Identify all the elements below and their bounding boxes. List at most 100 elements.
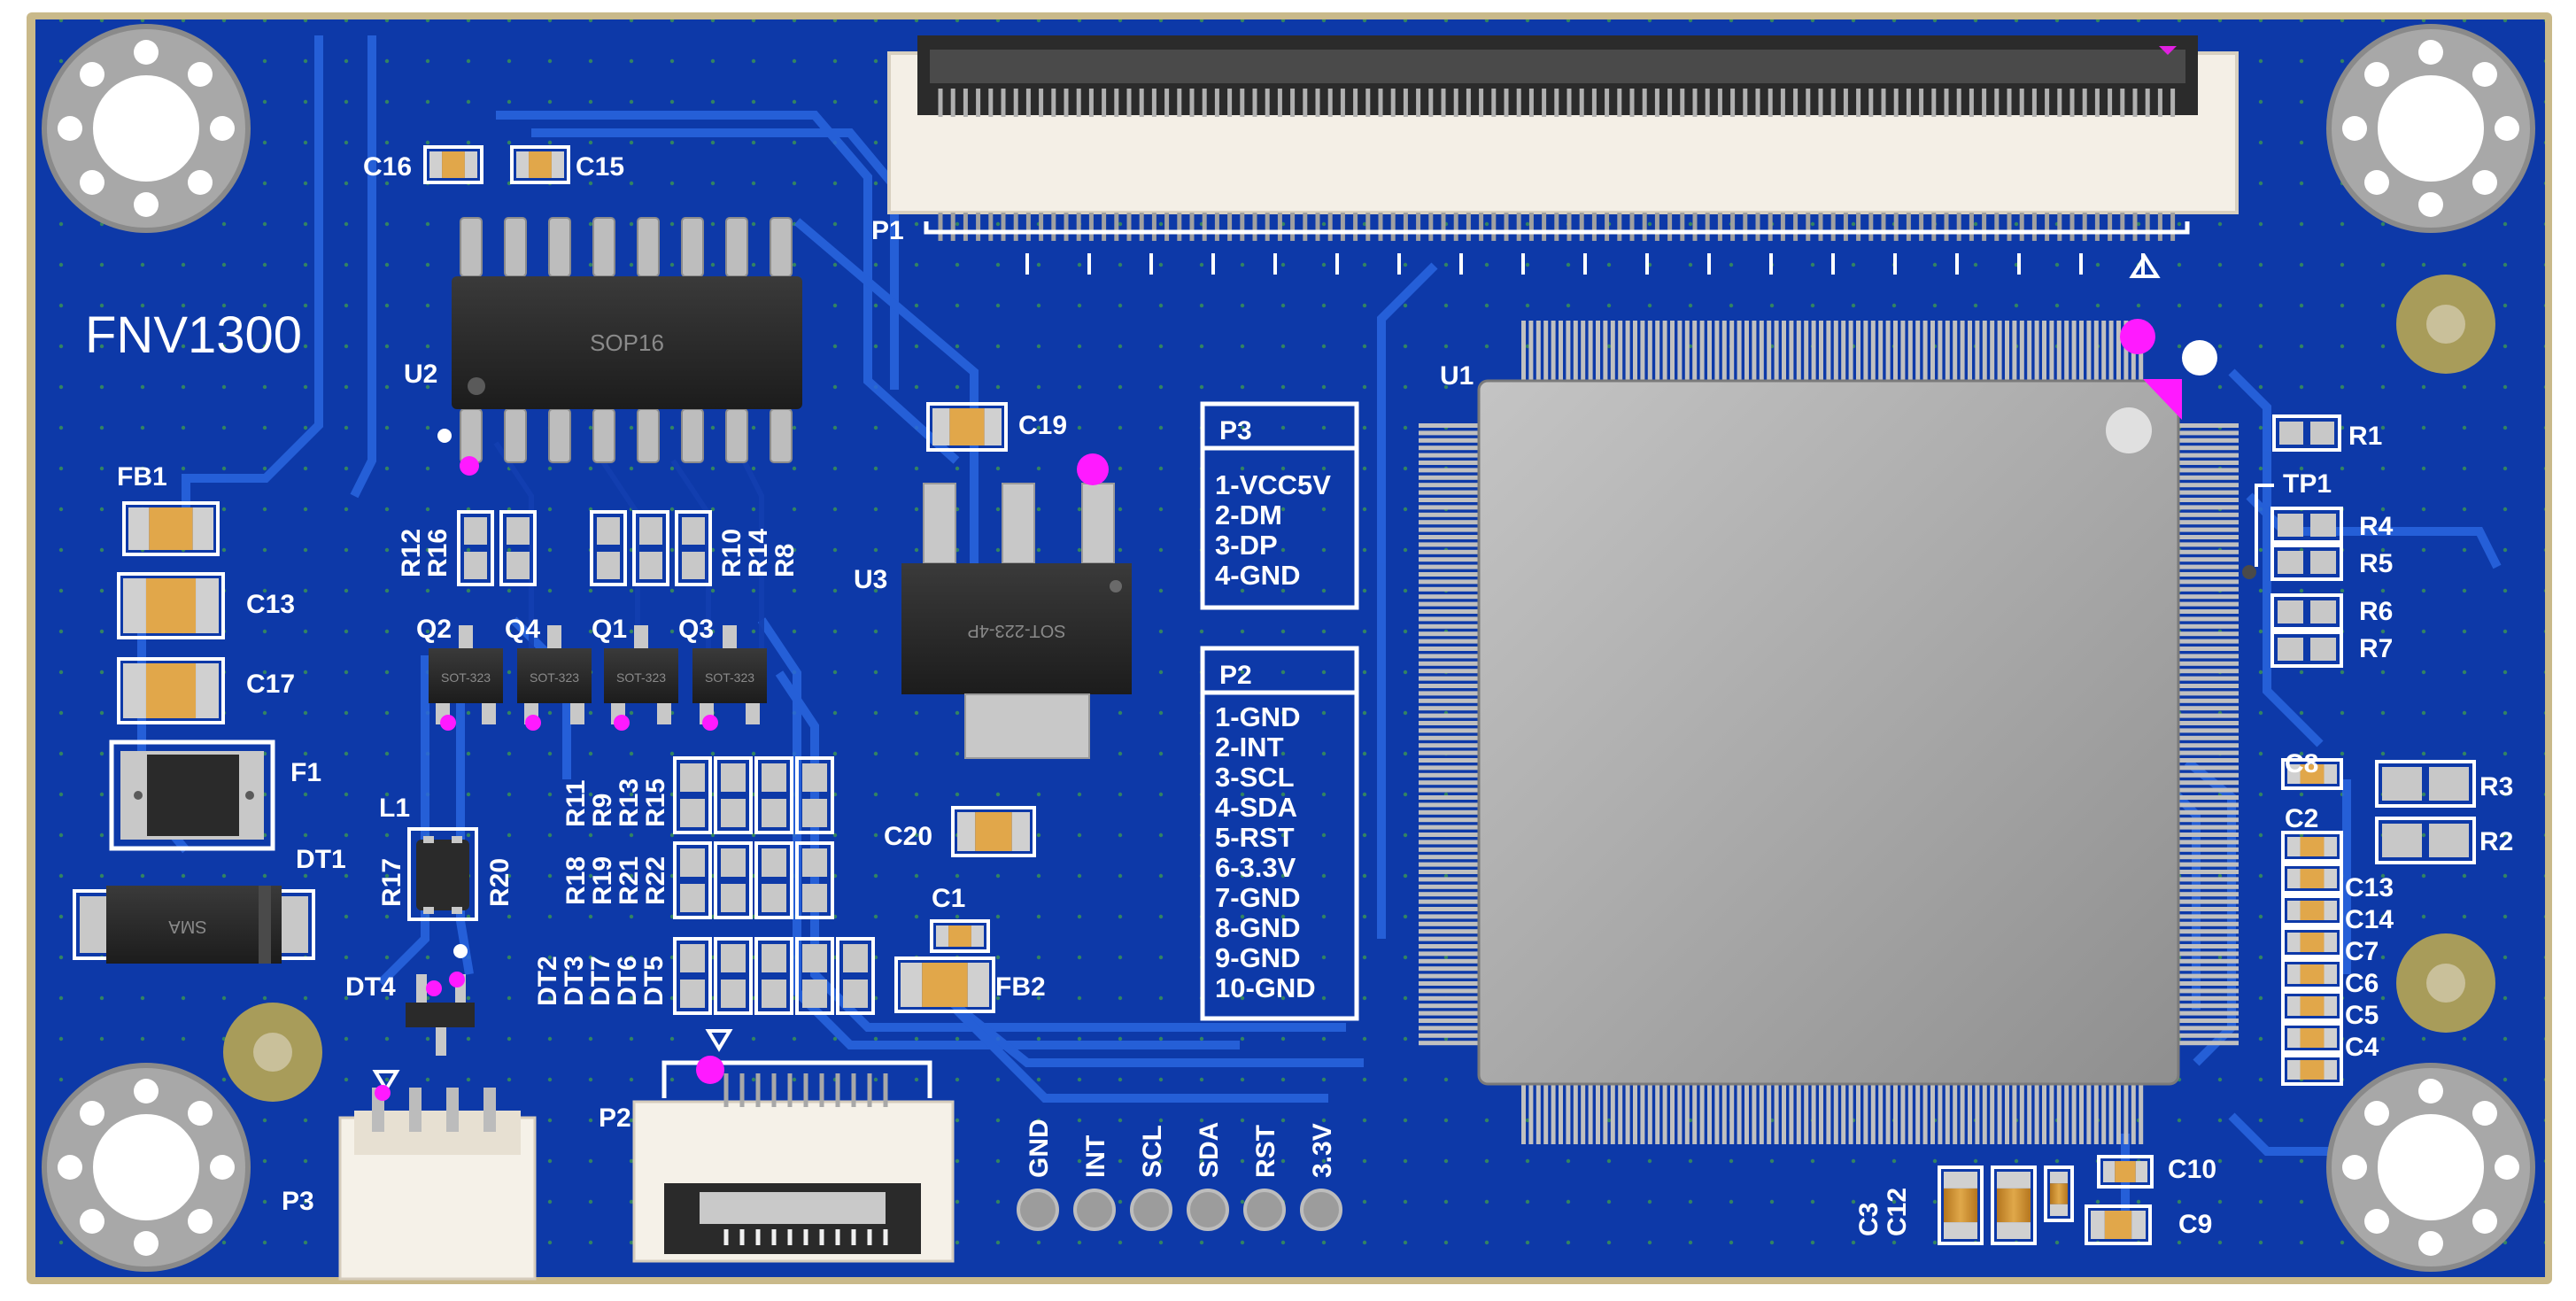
p2-pin-10: 10-GND bbox=[1215, 972, 1316, 1003]
label-dt2: DT2 bbox=[533, 956, 562, 1006]
u3-marking: SOT-223-4P bbox=[967, 621, 1065, 640]
mcu-u1 bbox=[1419, 319, 2239, 1144]
p2-pin-9: 9-GND bbox=[1215, 942, 1300, 973]
test-pad bbox=[1017, 1189, 1059, 1231]
label-r19: R19 bbox=[588, 856, 617, 905]
label-u1: U1 bbox=[1440, 361, 1474, 391]
label-r2: R2 bbox=[2479, 827, 2513, 856]
inductor-l1 bbox=[407, 827, 478, 921]
p3-pin-2: 2-DM bbox=[1215, 499, 1282, 530]
test-pad-label: SDA bbox=[1195, 1122, 1224, 1178]
label-u3: U3 bbox=[854, 565, 887, 594]
test-pad-label: SCL bbox=[1138, 1125, 1167, 1178]
label-c19: C19 bbox=[1018, 411, 1067, 440]
transistor-marking: SOT-323 bbox=[705, 670, 754, 685]
test-pad bbox=[1073, 1189, 1116, 1231]
label-c8: C8 bbox=[2285, 749, 2318, 778]
testpoint-tp1 bbox=[2242, 484, 2274, 579]
label-dt6: DT6 bbox=[613, 956, 642, 1006]
label-r10: R10 bbox=[717, 529, 746, 577]
label-l1: L1 bbox=[379, 794, 410, 823]
regulator-u3: SOT-223-4P bbox=[901, 453, 1132, 759]
transistor-marking: SOT-323 bbox=[530, 670, 579, 685]
p3-pin-1: 1-VCC5V bbox=[1215, 469, 1331, 500]
label-r20: R20 bbox=[485, 858, 514, 907]
label-r22: R22 bbox=[641, 856, 670, 905]
label-c17: C17 bbox=[246, 670, 295, 699]
p3-pin-3: 3-DP bbox=[1215, 530, 1278, 561]
label-fb1: FB1 bbox=[117, 462, 167, 492]
label-p3: P3 bbox=[282, 1187, 314, 1216]
label-r11: R11 bbox=[561, 780, 591, 827]
p2-pin-1: 1-GND bbox=[1215, 701, 1300, 732]
label-c12: C12 bbox=[1883, 1188, 1912, 1236]
test-pad-label: GND bbox=[1025, 1119, 1054, 1178]
fpc-connector-p2 bbox=[632, 1029, 955, 1263]
transistor-marking: SOT-323 bbox=[616, 670, 666, 685]
label-c1: C1 bbox=[932, 884, 965, 913]
label-c13: C13 bbox=[246, 590, 295, 619]
test-pad-label: RST bbox=[1251, 1125, 1280, 1178]
label-dt1: DT1 bbox=[296, 845, 346, 874]
label-f1: F1 bbox=[290, 758, 321, 787]
label-r4: R4 bbox=[2359, 512, 2394, 541]
board-title: FNV1300 bbox=[85, 306, 302, 364]
p2-pin-5: 5-RST bbox=[1215, 822, 1295, 853]
passive-pads bbox=[457, 414, 2476, 1015]
test-pad-label: INT bbox=[1081, 1135, 1110, 1178]
label-c7: C7 bbox=[2345, 937, 2379, 966]
transistor-marking: SOT-323 bbox=[441, 670, 491, 685]
label-r7: R7 bbox=[2359, 634, 2393, 663]
label-r1: R1 bbox=[2348, 422, 2382, 451]
label-p2: P2 bbox=[599, 1104, 631, 1133]
label-r12: R12 bbox=[397, 529, 426, 577]
pinout-p2-box bbox=[1200, 646, 1359, 1021]
label-r8: R8 bbox=[770, 544, 800, 577]
p3-pinout-title: P3 bbox=[1219, 416, 1252, 445]
p2-pin-8: 8-GND bbox=[1215, 912, 1300, 943]
dt1-marking: SMA bbox=[168, 917, 207, 936]
smd-capacitors bbox=[117, 145, 2343, 1245]
label-r21: R21 bbox=[615, 856, 644, 905]
label-c6: C6 bbox=[2345, 969, 2379, 998]
label-p1: P1 bbox=[871, 216, 904, 245]
u2-marking: SOP16 bbox=[590, 329, 664, 356]
p2-pin-7: 7-GND bbox=[1215, 882, 1300, 913]
p2-pinout-title: P2 bbox=[1219, 661, 1252, 690]
pinout-p3-box bbox=[1200, 401, 1359, 610]
p3-pin-4: 4-GND bbox=[1215, 560, 1300, 591]
fpc-connector-p1 bbox=[887, 35, 2239, 278]
label-c5: C5 bbox=[2345, 1001, 2379, 1030]
label-q2: Q2 bbox=[416, 615, 452, 644]
label-r5: R5 bbox=[2359, 549, 2393, 578]
label-q3: Q3 bbox=[678, 615, 714, 644]
jst-connector-p3 bbox=[338, 1070, 537, 1281]
label-r3: R3 bbox=[2479, 772, 2513, 802]
label-c14: C14 bbox=[2345, 905, 2394, 934]
label-dt3: DT3 bbox=[560, 956, 589, 1006]
label-r17: R17 bbox=[377, 858, 406, 907]
label-c16: C16 bbox=[363, 152, 412, 182]
label-dt7: DT7 bbox=[586, 956, 615, 1006]
esd-dt4 bbox=[406, 944, 475, 1056]
label-c3: C3 bbox=[1854, 1203, 1884, 1236]
label-dt4: DT4 bbox=[345, 972, 396, 1002]
label-c9: C9 bbox=[2178, 1210, 2212, 1239]
label-r6: R6 bbox=[2359, 597, 2393, 626]
test-pad-label: 3.3V bbox=[1308, 1123, 1337, 1178]
label-r18: R18 bbox=[561, 856, 591, 905]
label-u2: U2 bbox=[404, 360, 437, 389]
p2-pin-2: 2-INT bbox=[1215, 732, 1284, 763]
label-dt5: DT5 bbox=[639, 956, 669, 1006]
fiducials bbox=[223, 275, 2495, 1102]
test-pad bbox=[1130, 1189, 1172, 1231]
label-c10: C10 bbox=[2168, 1155, 2216, 1184]
label-r16: R16 bbox=[423, 529, 453, 577]
label-c20: C20 bbox=[884, 822, 932, 851]
label-c2: C2 bbox=[2285, 804, 2318, 833]
label-c15: C15 bbox=[576, 152, 624, 182]
label-fb2: FB2 bbox=[995, 972, 1046, 1002]
vias bbox=[440, 715, 718, 731]
